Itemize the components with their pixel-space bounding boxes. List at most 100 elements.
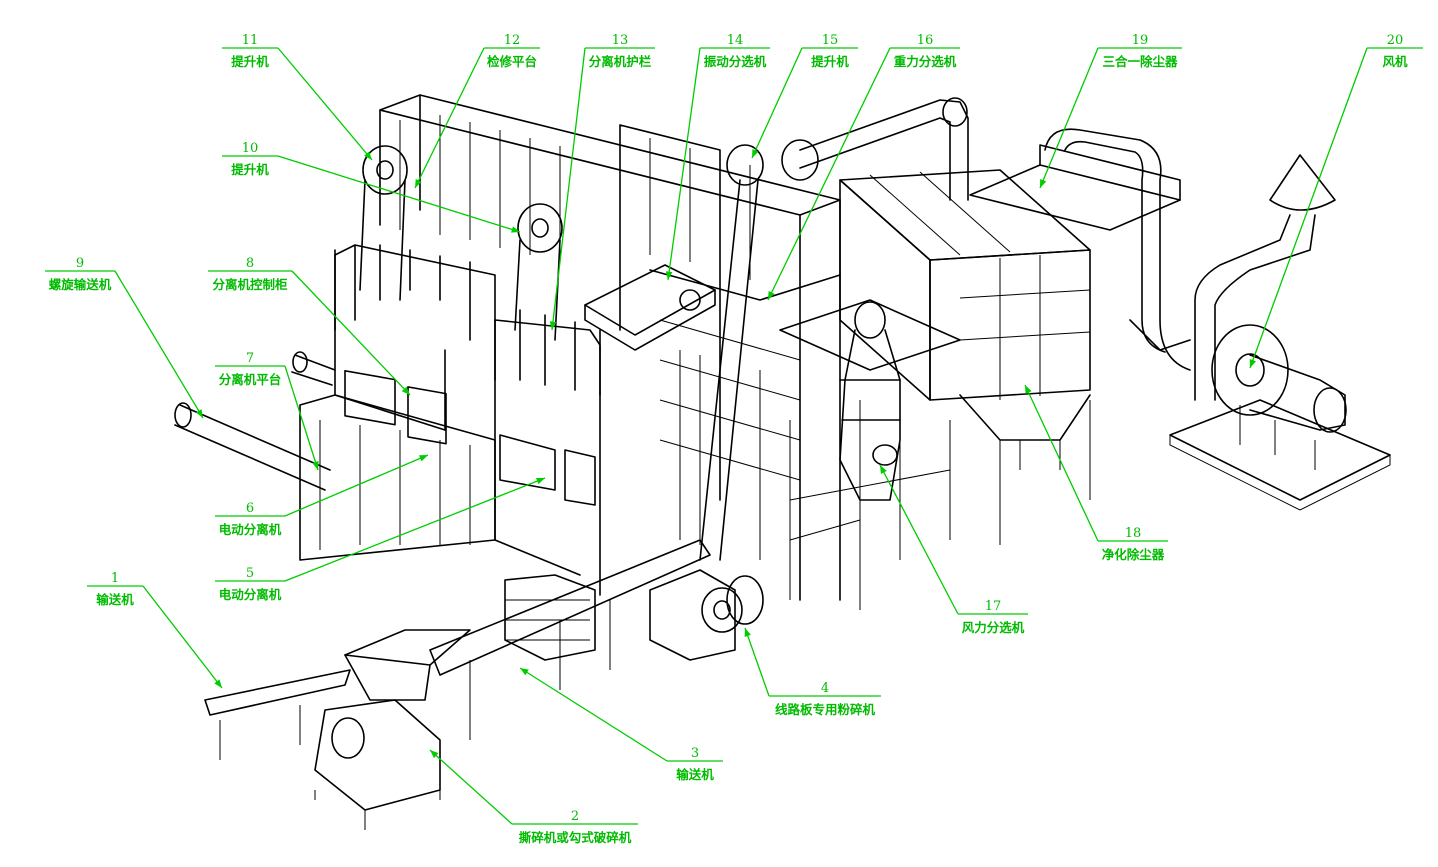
callout-number: 3	[691, 746, 699, 761]
shredder	[314, 629, 471, 830]
callout-number: 14	[727, 33, 744, 48]
callout-number: 13	[612, 33, 629, 48]
callout-label: 电动分离机	[219, 587, 282, 602]
callout-label: 分离机平台	[219, 372, 282, 387]
callout-leader	[414, 47, 485, 189]
callout-arrowhead	[364, 151, 372, 160]
callout-14: 14 振动分选机	[665, 33, 770, 281]
callout-arrowhead	[401, 386, 410, 395]
callout-arrowhead	[312, 461, 319, 470]
callout-label: 输送机	[676, 767, 714, 782]
callout-leader	[767, 47, 891, 301]
callout-number: 8	[246, 256, 254, 271]
callout-arrowhead	[415, 179, 422, 188]
callout-17: 17 风力分选机	[879, 464, 1028, 635]
callout-number: 17	[985, 599, 1002, 614]
callout-arrowhead	[214, 679, 222, 688]
callout-15: 15 提升机	[751, 33, 858, 159]
callout-number: 9	[76, 256, 84, 271]
callout-arrowhead	[1040, 179, 1047, 188]
bucket-elevators	[359, 139, 819, 561]
dust-collector	[839, 169, 1091, 545]
callout-label: 净化除尘器	[1102, 547, 1165, 562]
callout-arrowhead	[511, 226, 520, 233]
main-tower-frame	[379, 94, 961, 610]
callout-label: 三合一除尘器	[1102, 54, 1178, 69]
callout-leader	[429, 749, 513, 825]
callout-number: 15	[822, 33, 839, 48]
callout-arrowhead	[880, 465, 887, 474]
callout-arrowhead	[536, 478, 545, 485]
callout-6: 6 电动分离机	[215, 454, 429, 537]
callout-arrowhead	[768, 291, 775, 300]
callout-label: 线路板专用粉碎机	[775, 702, 876, 717]
callout-number: 11	[242, 33, 259, 48]
callout-number: 7	[246, 351, 254, 366]
callout-leader	[142, 585, 223, 689]
callout-number: 20	[1387, 33, 1404, 48]
callout-leader	[277, 155, 521, 233]
callout-arrowhead	[752, 149, 759, 158]
machinery-drawing	[174, 94, 1391, 830]
screw-conveyor	[174, 351, 336, 491]
callout-11: 11 提升机	[222, 33, 373, 161]
callout-arrowhead	[665, 271, 673, 280]
callout-arrowhead	[195, 409, 203, 418]
callout-leader	[667, 47, 701, 281]
callout-7: 7 分离机平台	[215, 351, 319, 471]
callout-1: 1 输送机	[87, 571, 223, 689]
belt-conveyors	[204, 539, 711, 760]
vibrating-separator	[584, 264, 716, 351]
callout-leader	[284, 454, 429, 517]
callout-arrowhead	[419, 455, 428, 462]
callout-label: 输送机	[96, 592, 134, 607]
callout-leader	[744, 627, 770, 697]
callout-number: 4	[821, 681, 829, 696]
callout-3: 3 输送机	[519, 667, 723, 782]
callout-label: 分离机控制柜	[212, 277, 288, 292]
callout-label: 提升机	[811, 54, 849, 69]
callout-9: 9 螺旋输送机	[45, 256, 204, 419]
callout-number: 1	[111, 571, 119, 586]
callout-20: 20 风机	[1249, 33, 1423, 369]
three-in-one-collector	[969, 128, 1191, 371]
callout-label: 电动分离机	[219, 522, 282, 537]
pcb-crusher	[649, 569, 764, 661]
callout-leader	[284, 365, 319, 471]
callout-19: 19 三合一除尘器	[1039, 33, 1182, 189]
callout-8: 8 分离机控制柜	[208, 256, 411, 396]
air-separator	[839, 301, 901, 501]
callout-leader	[114, 270, 204, 419]
callout-label: 风机	[1382, 54, 1408, 69]
callout-label: 提升机	[231, 54, 269, 69]
callout-arrowhead	[549, 321, 557, 330]
callout-leader	[291, 270, 411, 396]
callout-label: 振动分选机	[704, 54, 767, 69]
callout-label: 螺旋输送机	[49, 277, 112, 292]
callout-arrowhead	[744, 628, 751, 637]
callout-label: 撕碎机或勾式破碎机	[519, 830, 632, 845]
callout-number: 2	[571, 809, 579, 824]
callout-leader	[277, 47, 373, 161]
callout-label: 提升机	[231, 162, 269, 177]
callout-number: 6	[246, 501, 254, 516]
callout-18: 18 净化除尘器	[1024, 384, 1168, 562]
separator-buildings	[299, 244, 601, 596]
callout-leader	[1249, 47, 1368, 369]
callout-leader	[1039, 47, 1099, 189]
callout-2: 2 撕碎机或勾式破碎机	[429, 749, 638, 845]
callout-label: 检修平台	[487, 54, 537, 69]
callout-leader	[879, 464, 959, 615]
callout-number: 18	[1125, 526, 1142, 541]
callout-leader	[751, 47, 803, 159]
callout-label: 风力分选机	[962, 620, 1025, 635]
top-duct	[799, 97, 969, 201]
callout-leader	[551, 47, 586, 331]
callout-number: 19	[1132, 33, 1149, 48]
callout-leader	[519, 667, 668, 762]
